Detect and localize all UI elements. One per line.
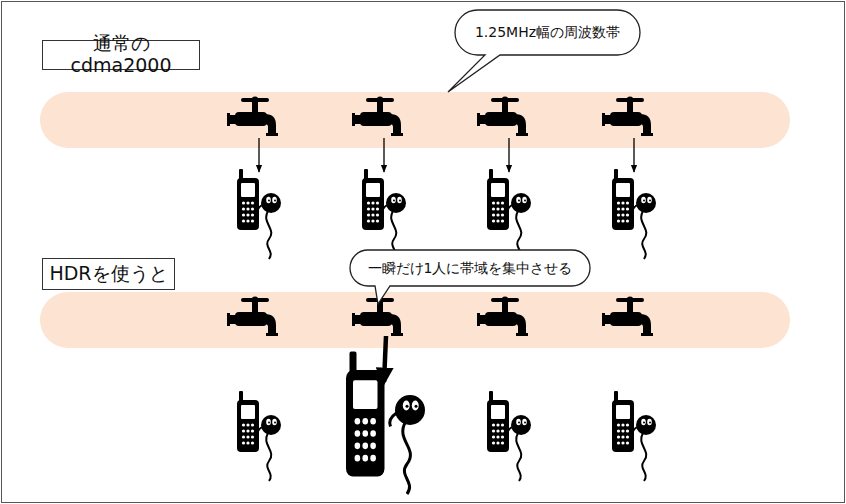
faucet-row bbox=[227, 97, 653, 137]
frequency-band bbox=[40, 292, 790, 348]
node-text: 1.25MHz幅の周波数帯 bbox=[475, 24, 620, 40]
mascot-symbol bbox=[390, 395, 425, 494]
phone-symbol bbox=[362, 169, 384, 230]
big-mascot bbox=[390, 395, 425, 494]
flow-arrow bbox=[633, 138, 634, 172]
faucet-symbol bbox=[602, 297, 653, 337]
bubble-shape bbox=[448, 10, 640, 92]
bubble-shape bbox=[350, 250, 590, 304]
focused-arrow bbox=[384, 336, 386, 382]
flow-arrow bbox=[258, 138, 259, 172]
callout-bubble: 1.25MHz幅の周波数帯 bbox=[455, 10, 640, 55]
faucet-symbol bbox=[227, 97, 278, 137]
node-text: HDRを使うと bbox=[49, 263, 167, 285]
mascot-symbol bbox=[508, 415, 532, 481]
faucet-symbol bbox=[477, 297, 528, 337]
frequency-band bbox=[40, 92, 790, 148]
section-label: 通常のcdma2000 bbox=[42, 40, 200, 70]
mascot-symbol bbox=[383, 193, 407, 259]
phone-symbol bbox=[346, 352, 385, 477]
flow-arrow bbox=[383, 138, 384, 172]
phone-symbol bbox=[237, 169, 259, 230]
faucet-symbol bbox=[477, 97, 528, 137]
flow-arrow bbox=[508, 138, 509, 172]
node-text: 通常のcdma2000 bbox=[43, 33, 199, 77]
faucet-symbol bbox=[227, 297, 278, 337]
users-row bbox=[237, 169, 656, 259]
node-text: 一瞬だけ1人に帯域を集中させる bbox=[368, 260, 573, 276]
callout-bubble: 一瞬だけ1人に帯域を集中させる bbox=[350, 250, 590, 286]
users-row bbox=[237, 352, 656, 494]
mascot-symbol bbox=[258, 415, 282, 481]
mascot-symbol bbox=[258, 193, 282, 259]
mascot-symbol bbox=[508, 193, 532, 259]
mascot-symbol bbox=[633, 415, 657, 481]
faucet-row bbox=[227, 297, 653, 337]
phone-symbol bbox=[487, 169, 509, 230]
flow-arrows bbox=[259, 138, 634, 172]
big-phone bbox=[346, 352, 385, 477]
phone-symbol bbox=[237, 391, 259, 452]
section-label: HDRを使うと bbox=[42, 258, 175, 290]
faucet-symbol bbox=[352, 97, 403, 137]
phone-symbol bbox=[612, 169, 634, 230]
mascot-symbol bbox=[633, 193, 657, 259]
phone-symbol bbox=[487, 391, 509, 452]
phone-symbol bbox=[612, 391, 634, 452]
faucet-symbol bbox=[602, 97, 653, 137]
